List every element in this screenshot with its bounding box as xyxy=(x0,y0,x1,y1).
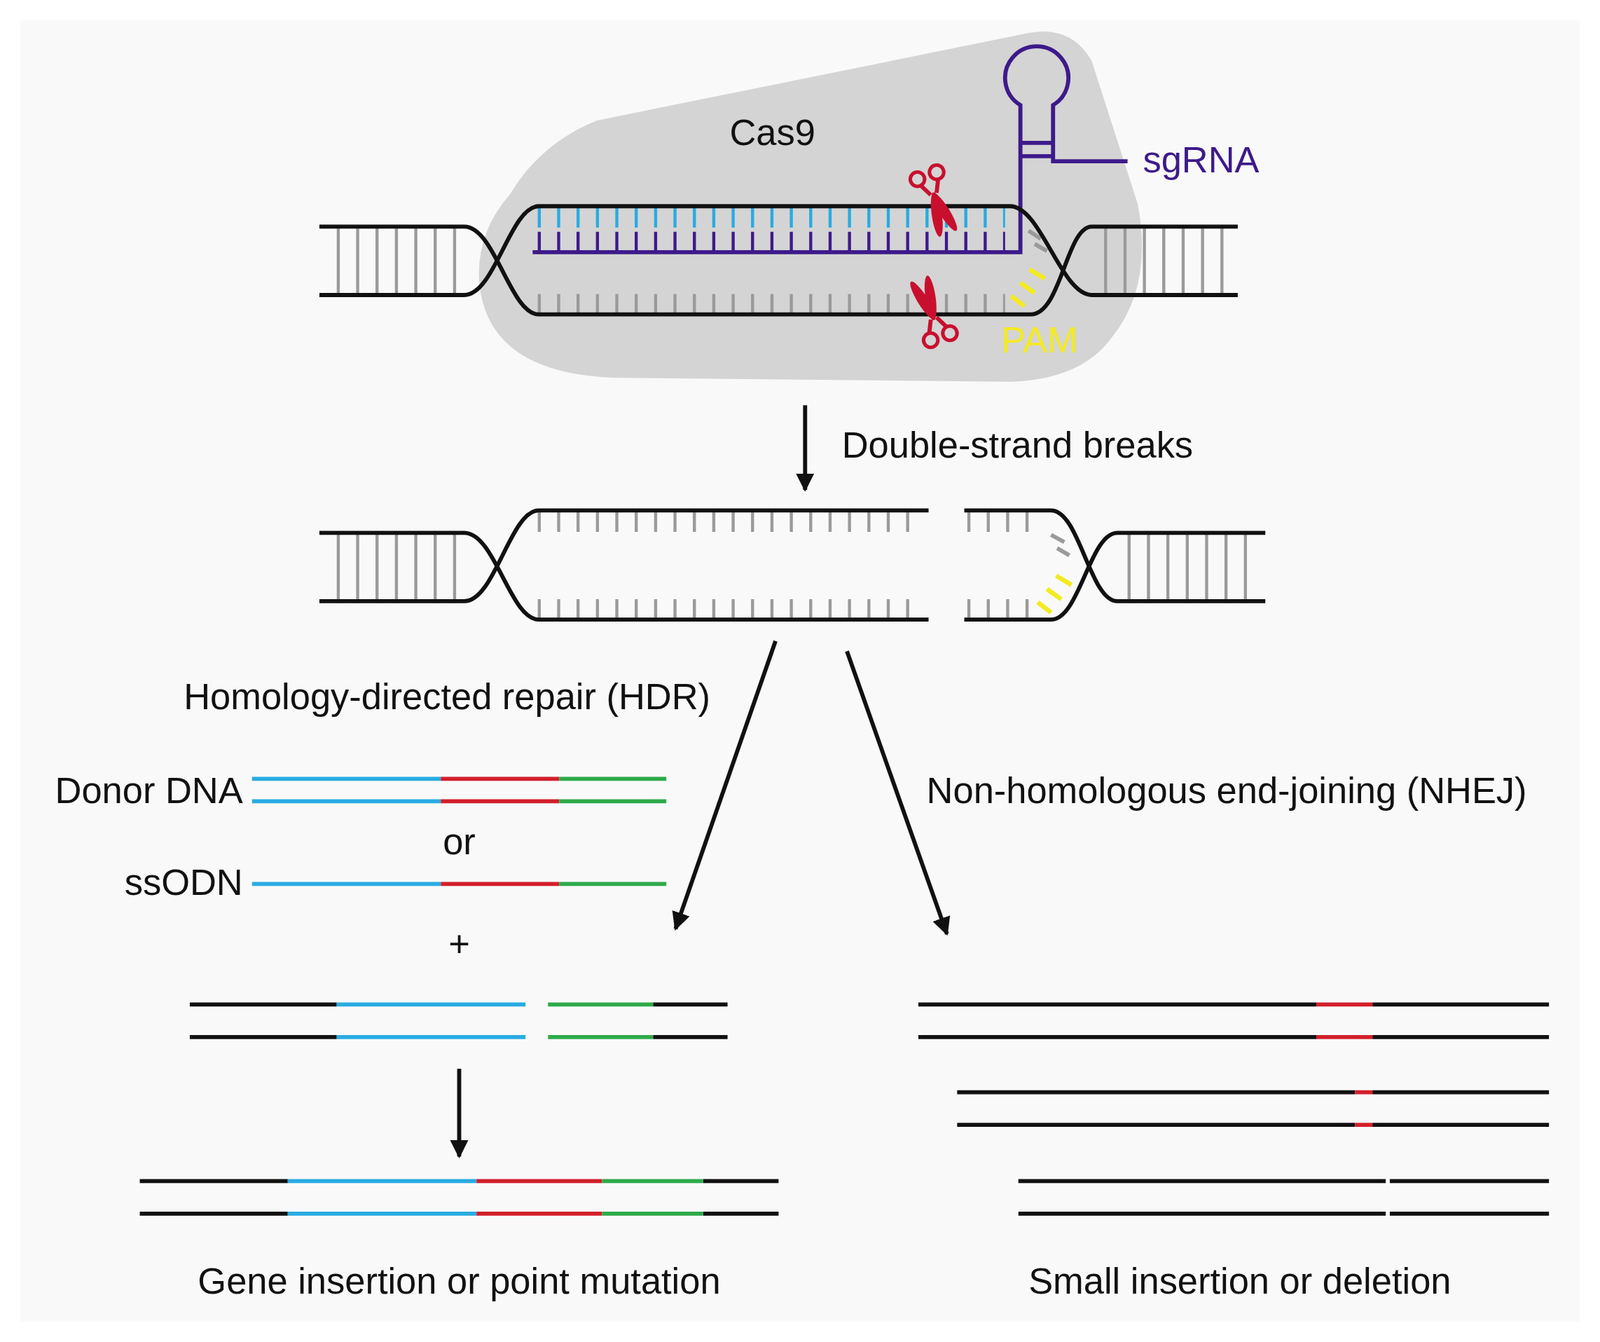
outcome-label: Small insertion or deletion xyxy=(1028,1262,1451,1299)
base-pairs xyxy=(1050,534,1070,555)
broken-target xyxy=(189,1003,728,1037)
homology-arm xyxy=(252,778,441,801)
insert xyxy=(476,1180,602,1214)
dna-strand xyxy=(140,1180,779,1214)
homology-arm xyxy=(252,881,441,887)
blob-shape xyxy=(479,31,1142,382)
sgrna-label: sgRNA xyxy=(1142,141,1259,178)
dna-strand xyxy=(319,509,929,602)
homology-arm xyxy=(559,881,667,887)
dna-strand xyxy=(1018,1180,1549,1214)
base-pairs xyxy=(538,511,925,532)
donor-label: Donor DNA xyxy=(55,772,244,810)
pam-label: PAM xyxy=(1001,321,1079,358)
pam-bases xyxy=(1037,575,1072,613)
donor-label: ssODN xyxy=(124,864,244,901)
insertion xyxy=(1316,1003,1373,1037)
ssodn xyxy=(252,881,667,887)
insertion xyxy=(1354,1092,1373,1126)
homology-region xyxy=(287,1180,477,1214)
insert xyxy=(440,778,560,801)
dna-strand xyxy=(964,509,1266,602)
insert xyxy=(440,881,560,887)
dna-strand xyxy=(956,1092,1549,1126)
pathway-label: Homology-directed repair (HDR) xyxy=(183,678,711,716)
base-pairs xyxy=(1127,532,1264,602)
base-pairs xyxy=(538,598,925,620)
dna-strand xyxy=(964,532,1266,620)
plus-sign: + xyxy=(448,925,471,962)
dna-strand xyxy=(189,1003,728,1037)
node-label: Cas9 xyxy=(729,114,815,151)
outcome-label: Gene insertion or point mutation xyxy=(197,1262,721,1299)
dna-strand xyxy=(918,1003,1549,1037)
nhej-products xyxy=(918,1003,1549,1214)
homology-region xyxy=(547,1003,653,1037)
hdr-product xyxy=(140,1180,779,1214)
homology-region xyxy=(601,1180,703,1214)
homology-arm xyxy=(559,778,667,801)
step-label: Double-strand breaks xyxy=(842,426,1193,464)
pathway-label: Non-homologous end-joining (NHEJ) xyxy=(926,772,1528,810)
base-pairs xyxy=(336,532,468,602)
base-pairs xyxy=(967,511,1033,532)
base-pairs xyxy=(336,226,468,295)
donor-dna xyxy=(252,778,667,801)
base-pairs xyxy=(967,598,1033,620)
conjunction: or xyxy=(442,823,476,861)
homology-region xyxy=(336,1003,526,1037)
dna-strand xyxy=(319,532,929,620)
arrow xyxy=(457,1068,462,1156)
arrow xyxy=(802,404,808,490)
